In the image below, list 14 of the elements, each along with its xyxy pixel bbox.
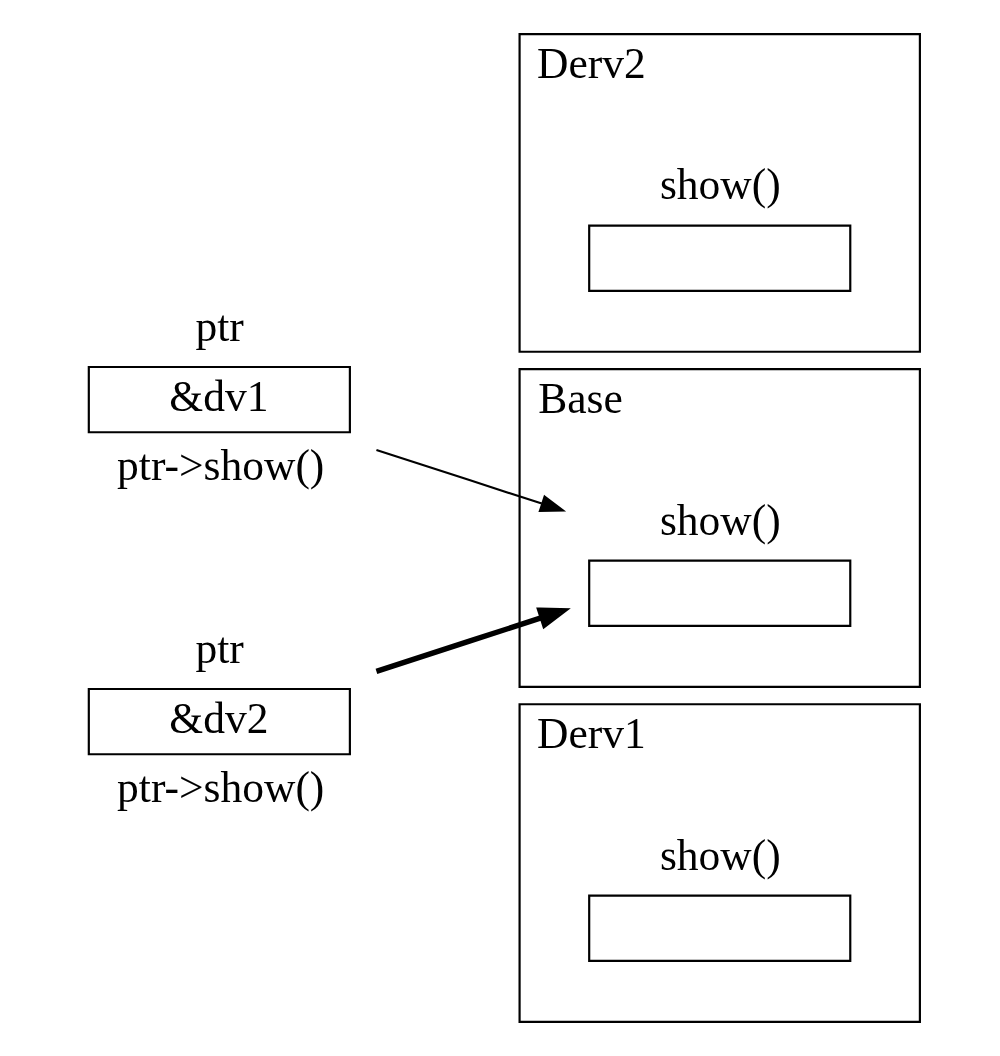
node-label: ptr->show() [117, 763, 325, 812]
node-label: show() [659, 495, 781, 544]
arrow [376, 448, 567, 513]
arrow [375, 607, 571, 674]
node-label: ptr [195, 301, 244, 350]
node-box [588, 894, 852, 963]
node-label: ptr [195, 623, 244, 672]
node-label: show() [659, 160, 781, 209]
node-box [588, 224, 852, 292]
node-box: &dv1 [87, 365, 351, 434]
node-box: &dv2 [87, 687, 351, 756]
node-box [588, 559, 852, 627]
node-label: ptr->show() [117, 441, 325, 490]
node-label: show() [659, 830, 781, 879]
